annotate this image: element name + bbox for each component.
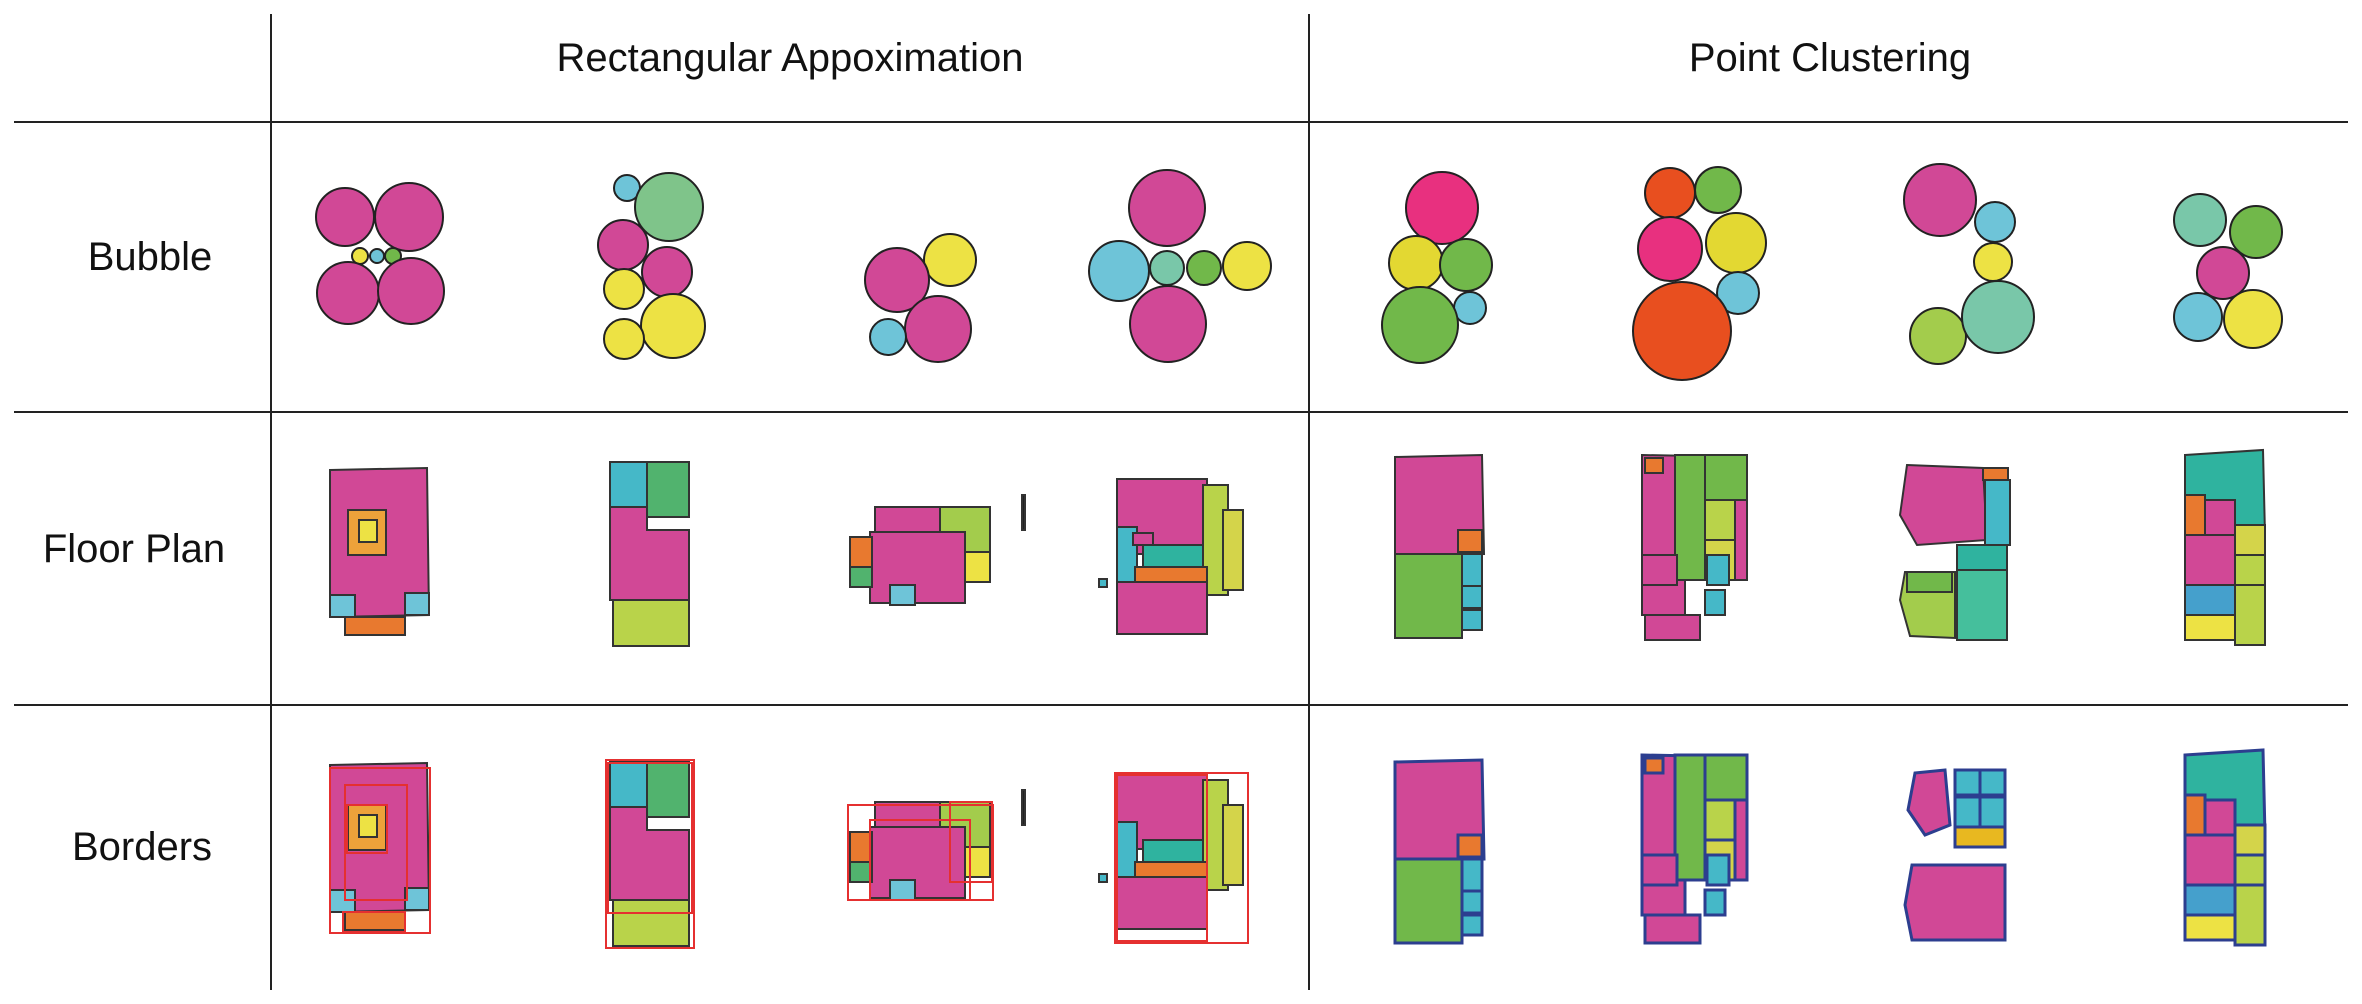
bubble-diagram-8	[2173, 193, 2283, 349]
floor-plan-4	[1098, 478, 1244, 635]
row-divider-2	[14, 704, 2348, 706]
table-top-border	[14, 121, 2348, 123]
row-title-borders: Borders	[71, 825, 213, 869]
borders-4	[1098, 772, 1249, 944]
borders-3	[847, 789, 1026, 901]
bubble-diagram-4	[1088, 169, 1272, 363]
bubble-diagram-3	[864, 233, 977, 363]
column-divider-middle	[1308, 14, 1310, 990]
borders-1	[329, 761, 431, 934]
floor-plan-3	[849, 494, 1026, 606]
column-title-point-clustering: Point Clustering	[1688, 36, 1972, 80]
bubble-diagram-7	[1903, 163, 2035, 365]
bubble-diagram-2	[597, 172, 706, 360]
floor-plan-8	[2184, 448, 2267, 646]
floor-plan-2	[609, 461, 690, 647]
floor-plan-1	[329, 466, 431, 636]
row-divider-1	[14, 411, 2348, 413]
column-divider-left	[270, 14, 272, 990]
bubble-diagram-5	[1381, 171, 1493, 364]
borders-8	[2183, 748, 2267, 947]
bubble-diagram-1	[315, 182, 445, 325]
floor-plan-5	[1394, 453, 1486, 639]
borders-5	[1393, 758, 1486, 945]
borders-2	[605, 759, 695, 949]
borders-7	[1903, 768, 2007, 942]
floor-plan-6	[1641, 453, 1748, 641]
row-title-bubble: Bubble	[87, 235, 213, 279]
bubble-diagram-6	[1632, 166, 1767, 381]
column-title-rectangular: Rectangular Appoximation	[556, 36, 1024, 80]
borders-6	[1640, 753, 1749, 945]
row-title-floor-plan: Floor Plan	[42, 527, 226, 571]
floor-plan-7	[1898, 463, 2011, 641]
